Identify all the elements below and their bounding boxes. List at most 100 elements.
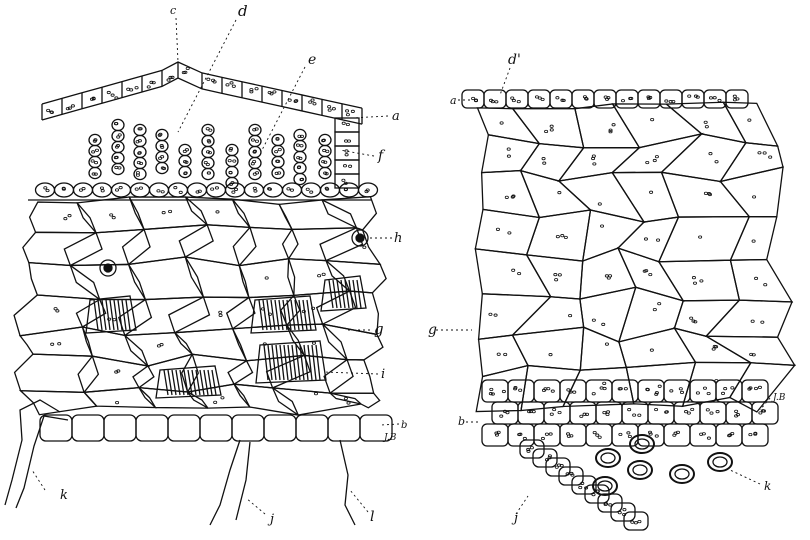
right-parenchyma-cell <box>619 328 696 367</box>
parenchyma-cell <box>15 354 99 392</box>
label-right-k: k <box>764 479 771 493</box>
cell-granule <box>569 314 572 316</box>
cell-granule <box>707 392 710 394</box>
cell-granule <box>627 432 630 434</box>
cell-granule <box>186 67 189 69</box>
label-right-jb: J.B <box>771 393 786 403</box>
right-parenchyma-cell <box>482 135 540 173</box>
upper-cell <box>638 90 660 108</box>
cell-granule <box>691 408 694 410</box>
striation <box>357 280 361 308</box>
side-cell <box>335 146 359 160</box>
striation <box>110 300 114 330</box>
cell-granule <box>161 191 164 193</box>
cell-granule <box>211 188 214 190</box>
right-parenchyma <box>475 102 794 412</box>
lower-dense-cell <box>612 424 638 446</box>
cell-granule <box>638 520 641 522</box>
right-parenchyma-cell <box>612 172 678 222</box>
cell-granule <box>345 154 348 156</box>
cell-granule <box>64 217 67 219</box>
cell-granule <box>603 411 606 413</box>
right-parenchyma-cell <box>512 297 583 335</box>
cell-granule <box>687 412 690 414</box>
label-right-b: b <box>458 415 465 428</box>
cell-granule <box>118 167 121 169</box>
cell-granule <box>507 155 510 157</box>
upper-cell <box>682 90 704 108</box>
cell-granule <box>665 100 668 102</box>
lower-epidermis-cell <box>72 415 104 441</box>
cell-granule <box>541 98 544 100</box>
cell-granule <box>54 308 57 310</box>
cell-granule <box>233 160 236 162</box>
cell-granule <box>699 236 702 238</box>
parenchyma-cell <box>77 197 144 233</box>
cell-granule <box>250 91 253 93</box>
cell-granule <box>648 431 651 433</box>
cell-granule <box>655 435 658 437</box>
left-algal-columns <box>89 119 331 188</box>
cell-granule <box>769 156 772 158</box>
cell-granule <box>351 110 354 112</box>
label-left-g: g <box>374 320 384 338</box>
striation <box>263 300 267 330</box>
cell-granule <box>232 85 235 87</box>
cell-granule <box>549 433 552 435</box>
cell-granule <box>221 397 224 399</box>
cell-granule <box>715 161 718 163</box>
cell-granule <box>517 100 520 102</box>
cell-granule <box>251 139 254 141</box>
cell-granule <box>209 129 212 131</box>
cell-granule <box>139 187 142 189</box>
rhizoid-j <box>210 440 240 525</box>
cell-granule <box>598 203 601 205</box>
right-parenchyma-cell <box>527 255 583 299</box>
cell-granule <box>107 91 110 93</box>
cell-granule <box>761 410 764 412</box>
striation <box>292 345 296 380</box>
cell-granule <box>628 435 631 437</box>
cell-granule <box>216 211 219 213</box>
cell-granule <box>179 191 182 193</box>
cell-granule <box>343 165 346 167</box>
cell-granule <box>721 392 724 394</box>
striation <box>264 345 268 380</box>
cell-granule <box>758 386 761 388</box>
right-parenchyma-cell <box>521 144 584 181</box>
cell-granule <box>621 99 624 101</box>
cell-granule <box>646 161 649 163</box>
cell-granule <box>326 150 329 152</box>
cell-granule <box>92 173 95 175</box>
cell-granule <box>598 436 601 438</box>
cell-granule <box>174 186 177 188</box>
striation <box>276 345 280 380</box>
striation <box>316 345 320 380</box>
cell-granule <box>653 308 656 310</box>
cell-granule <box>161 146 164 148</box>
right-parenchyma-cell <box>659 260 740 301</box>
cell-granule <box>558 411 561 413</box>
cell-granule <box>347 402 350 404</box>
cell-granule <box>110 214 113 216</box>
cell-granule <box>690 317 693 319</box>
striation <box>200 370 204 395</box>
cell-granule <box>655 155 658 157</box>
cell-granule <box>670 390 673 392</box>
cell-granule <box>543 162 546 164</box>
cell-granule <box>226 84 229 86</box>
side-cell <box>335 132 359 146</box>
cell-granule <box>704 192 707 194</box>
upper-cell <box>726 90 748 108</box>
cell-granule <box>115 401 118 403</box>
basal-cell <box>321 183 340 197</box>
upper-cell <box>462 90 484 108</box>
lower-dense-cell <box>742 380 768 402</box>
right-parenchyma-cell <box>618 217 678 262</box>
cell-granule <box>658 302 661 304</box>
lower-dense-cell <box>726 402 752 424</box>
cell-granule <box>345 110 348 112</box>
right-parenchyma-cell <box>512 327 583 370</box>
cell-granule <box>692 276 695 278</box>
lower-dense-cell <box>716 424 742 446</box>
